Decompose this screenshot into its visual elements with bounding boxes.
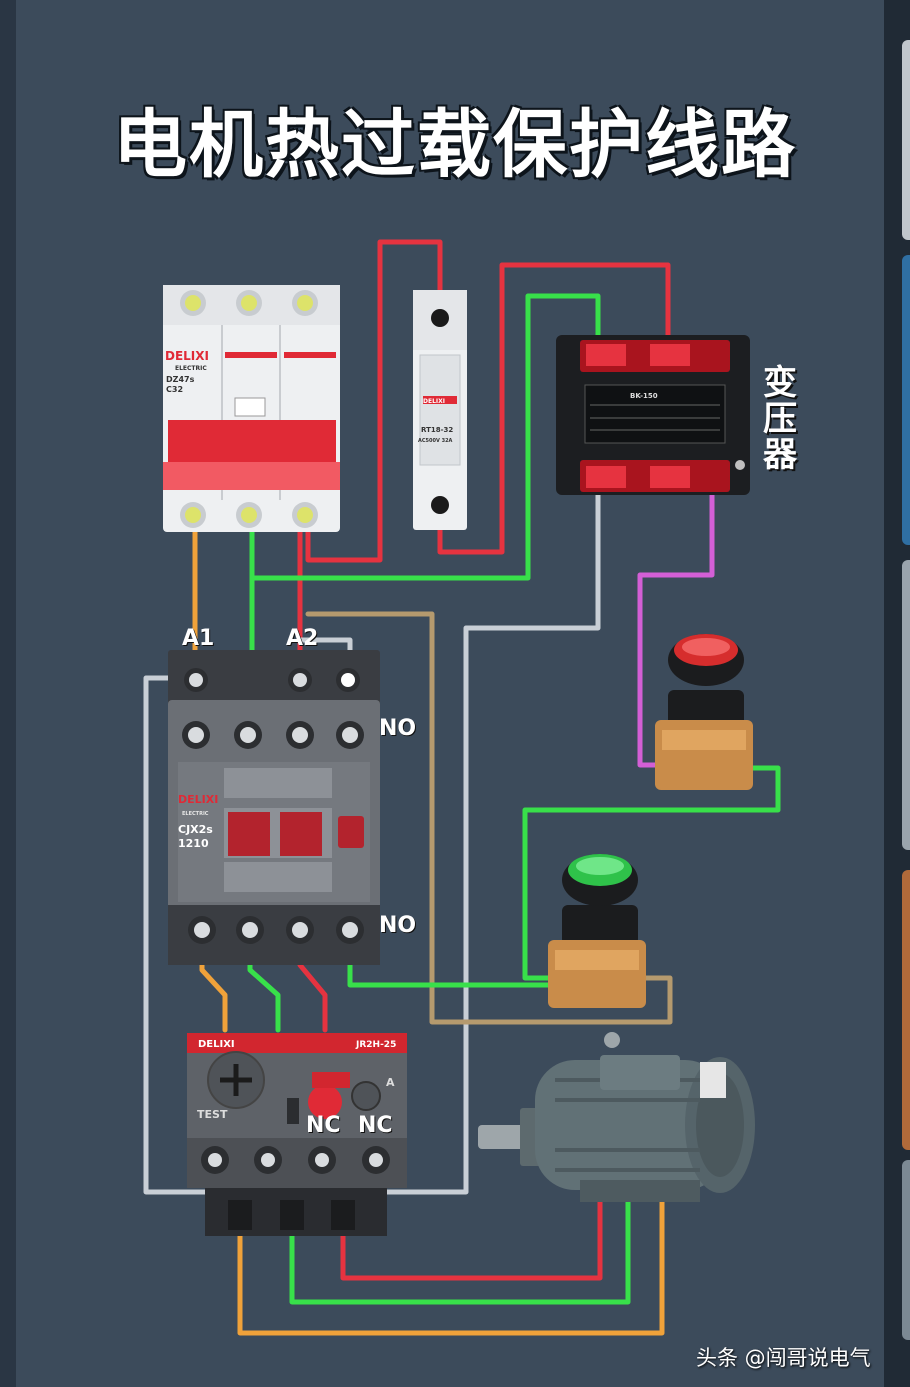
contactor-model-number: 1210	[178, 837, 209, 850]
page-title: 电机热过载保护线路	[113, 102, 797, 188]
wire-green-relay-to-motor	[289, 1182, 631, 1305]
relay-test-label: TEST	[197, 1108, 228, 1121]
right-edge-thumbnail-5	[902, 1160, 910, 1340]
start-push-button	[548, 854, 646, 1008]
contactor: DELIXI ELECTRIC CJX2s 1210	[168, 650, 380, 965]
right-edge-thumbnail-1	[902, 40, 910, 240]
transformer-model: BK-150	[630, 392, 658, 400]
contact-label-no-bottom: NO	[379, 913, 417, 938]
electric-motor	[478, 1032, 755, 1202]
right-edge-thumbnail-3	[902, 560, 910, 850]
fuse-model: RT18-32	[421, 426, 453, 434]
fuse-holder: DELIXI RT18-32 AC500V 32A	[413, 290, 467, 530]
relay-scale-label: A	[386, 1076, 395, 1089]
wire-green-breaker-to-transformer	[249, 293, 601, 581]
breaker-model: DZ47s	[166, 375, 195, 384]
breaker-sub: ELECTRIC	[175, 365, 207, 372]
right-edge-thumbnail-4	[902, 870, 910, 1150]
fuse-brand: DELIXI	[423, 398, 445, 405]
wire-purple-transformer-to-stop	[637, 482, 715, 768]
contactor-model: CJX2s	[178, 823, 213, 836]
wire-red-fuse-to-transformer	[437, 262, 671, 555]
thermal-overload-relay: DELIXI JR2H-25 TEST A	[187, 1033, 407, 1236]
stop-push-button	[655, 634, 753, 790]
terminal-label-a2: A2	[286, 626, 319, 651]
wire-green-stop-to-start	[522, 765, 781, 981]
contact-label-nc-left: NC	[306, 1113, 341, 1138]
relay-brand: DELIXI	[198, 1039, 235, 1050]
contactor-sub: ELECTRIC	[182, 811, 209, 817]
relay-model: JR2H-25	[355, 1040, 396, 1050]
circuit-breaker: DELIXI ELECTRIC DZ47s C32	[163, 285, 340, 532]
contact-label-no-top: NO	[379, 716, 417, 741]
wire-orange-relay-to-motor	[237, 1182, 665, 1336]
breaker-rating: C32	[166, 385, 183, 394]
terminal-label-a1: A1	[182, 626, 215, 651]
breaker-brand: DELIXI	[165, 349, 209, 363]
contactor-brand: DELIXI	[178, 793, 218, 806]
fuse-rating: AC500V 32A	[418, 438, 453, 444]
right-edge-thumbnail-2	[902, 255, 910, 545]
wire-red-relay-to-motor	[340, 1182, 603, 1281]
watermark: 头条 @闯哥说电气	[696, 1346, 871, 1370]
wire-tan-contactor-to-start	[305, 611, 673, 1025]
control-transformer: BK-150	[556, 335, 750, 495]
contact-label-nc-right: NC	[358, 1113, 393, 1138]
transformer-label: 变压器	[763, 363, 797, 475]
wire-red-breaker-to-fuse	[305, 239, 443, 563]
